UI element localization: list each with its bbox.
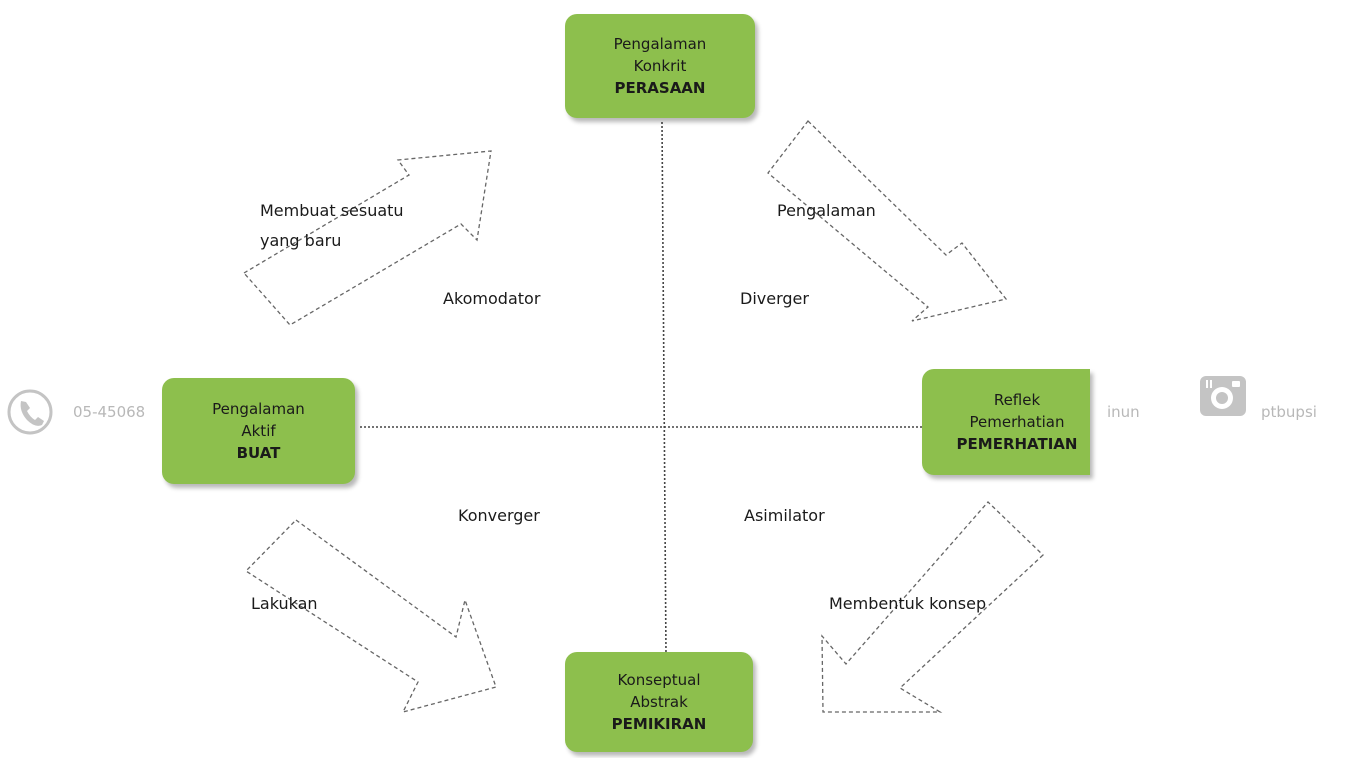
node-bottom-line1: Konseptual	[617, 671, 701, 689]
arrow-bottom-right	[821, 501, 1044, 713]
arrow-label-top-left-line2: yang baru	[260, 231, 342, 250]
node-top-line1: Pengalaman	[613, 35, 707, 53]
arrow-top-left	[242, 150, 492, 326]
quadrant-label-converger: Konverger	[458, 506, 540, 525]
node-reflective-observation: Reflek Pemerhatian PEMERHATIAN	[922, 369, 1090, 475]
arrow-top-right	[767, 120, 1008, 322]
node-left-line2: Aktif	[241, 422, 276, 440]
node-left-title: BUAT	[236, 444, 281, 462]
node-bottom-line2: Abstrak	[630, 693, 688, 711]
arrow-label-top-right: Pengalaman	[777, 201, 876, 220]
watermark-phone: 05-45068	[73, 403, 146, 421]
vertical-axis	[661, 121, 667, 656]
phone-handset	[20, 401, 44, 426]
quadrant-label-assimilator: Asimilator	[744, 506, 825, 525]
node-right-line2: Pemerhatian	[969, 413, 1065, 431]
node-left-line1: Pengalaman	[212, 400, 305, 418]
node-top-line2: Konkrit	[633, 57, 687, 75]
watermark-partial: inun	[1107, 403, 1140, 421]
quadrant-label-diverger: Diverger	[740, 289, 809, 308]
phone-icon	[7, 389, 53, 435]
watermark-handle: ptbupsi	[1261, 403, 1317, 421]
quadrant-label-accommodator: Akomodator	[443, 289, 541, 308]
node-right-title: PEMERHATIAN	[956, 435, 1078, 453]
arrow-label-bottom-right: Membentuk konsep	[829, 594, 987, 613]
node-bottom-title: PEMIKIRAN	[611, 715, 707, 733]
node-right-line1: Reflek	[993, 391, 1041, 409]
arrow-label-top-left-line1: Membuat sesuatu	[260, 201, 404, 220]
node-active-experimentation: Pengalaman Aktif BUAT	[162, 378, 355, 484]
node-top-title: PERASAAN	[614, 79, 706, 97]
node-concrete-experience: Pengalaman Konkrit PERASAAN	[565, 14, 755, 118]
instagram-icon	[1200, 376, 1246, 416]
arrow-bottom-left	[244, 519, 497, 714]
arrow-label-bottom-left: Lakukan	[251, 594, 318, 613]
node-abstract-conceptualization: Konseptual Abstrak PEMIKIRAN	[565, 652, 753, 752]
